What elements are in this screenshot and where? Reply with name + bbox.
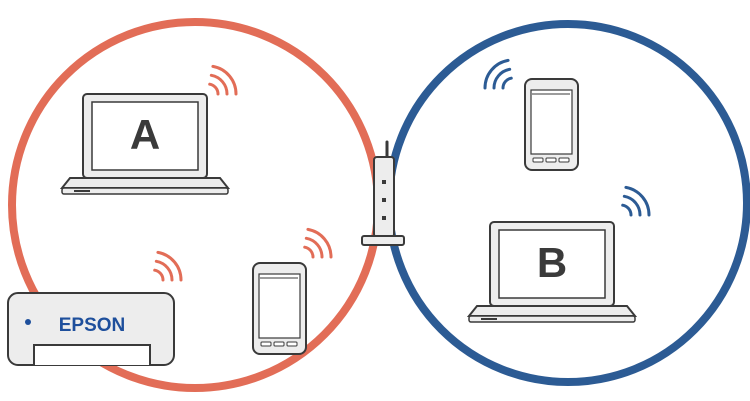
wifi-signal-icon xyxy=(153,250,183,282)
wifi-wave xyxy=(304,236,324,259)
printer-icon xyxy=(7,292,175,366)
network-b-circle xyxy=(385,20,750,386)
wifi-wave xyxy=(483,58,510,90)
wifi-wave xyxy=(153,268,165,282)
smartphone-icon xyxy=(252,262,307,355)
wifi-wave xyxy=(154,259,174,282)
smartphone-a xyxy=(252,262,307,355)
wifi-wave xyxy=(621,203,633,217)
wifi-wave xyxy=(306,227,333,259)
smartphone-icon xyxy=(524,78,579,171)
wireless-router-icon xyxy=(361,140,405,246)
power-light-icon xyxy=(25,319,31,325)
wifi-wave xyxy=(624,185,651,217)
wifi-wave xyxy=(303,245,315,259)
printer-brand: EPSON xyxy=(59,315,126,336)
laptop-a-label: A xyxy=(130,111,160,158)
wifi-signal-icon xyxy=(208,64,238,96)
wifi-signal-icon xyxy=(303,227,333,259)
printer: EPSON xyxy=(7,292,175,366)
wifi-wave xyxy=(492,67,512,90)
laptop-icon xyxy=(59,93,231,195)
smartphone-b xyxy=(524,78,579,171)
laptop-b: B xyxy=(466,221,638,323)
laptop-icon xyxy=(466,221,638,323)
wifi-wave xyxy=(622,194,642,217)
laptop-a: A xyxy=(59,93,231,195)
wifi-wave xyxy=(208,82,220,96)
router xyxy=(361,140,405,246)
wifi-wave xyxy=(211,64,238,96)
laptop-b-label: B xyxy=(537,239,567,286)
wifi-wave xyxy=(209,73,229,96)
wifi-wave xyxy=(156,250,183,282)
wifi-signal-icon xyxy=(483,58,513,90)
wifi-signal-icon xyxy=(621,185,651,217)
wifi-wave xyxy=(501,76,513,90)
wifi-signals xyxy=(153,58,651,282)
